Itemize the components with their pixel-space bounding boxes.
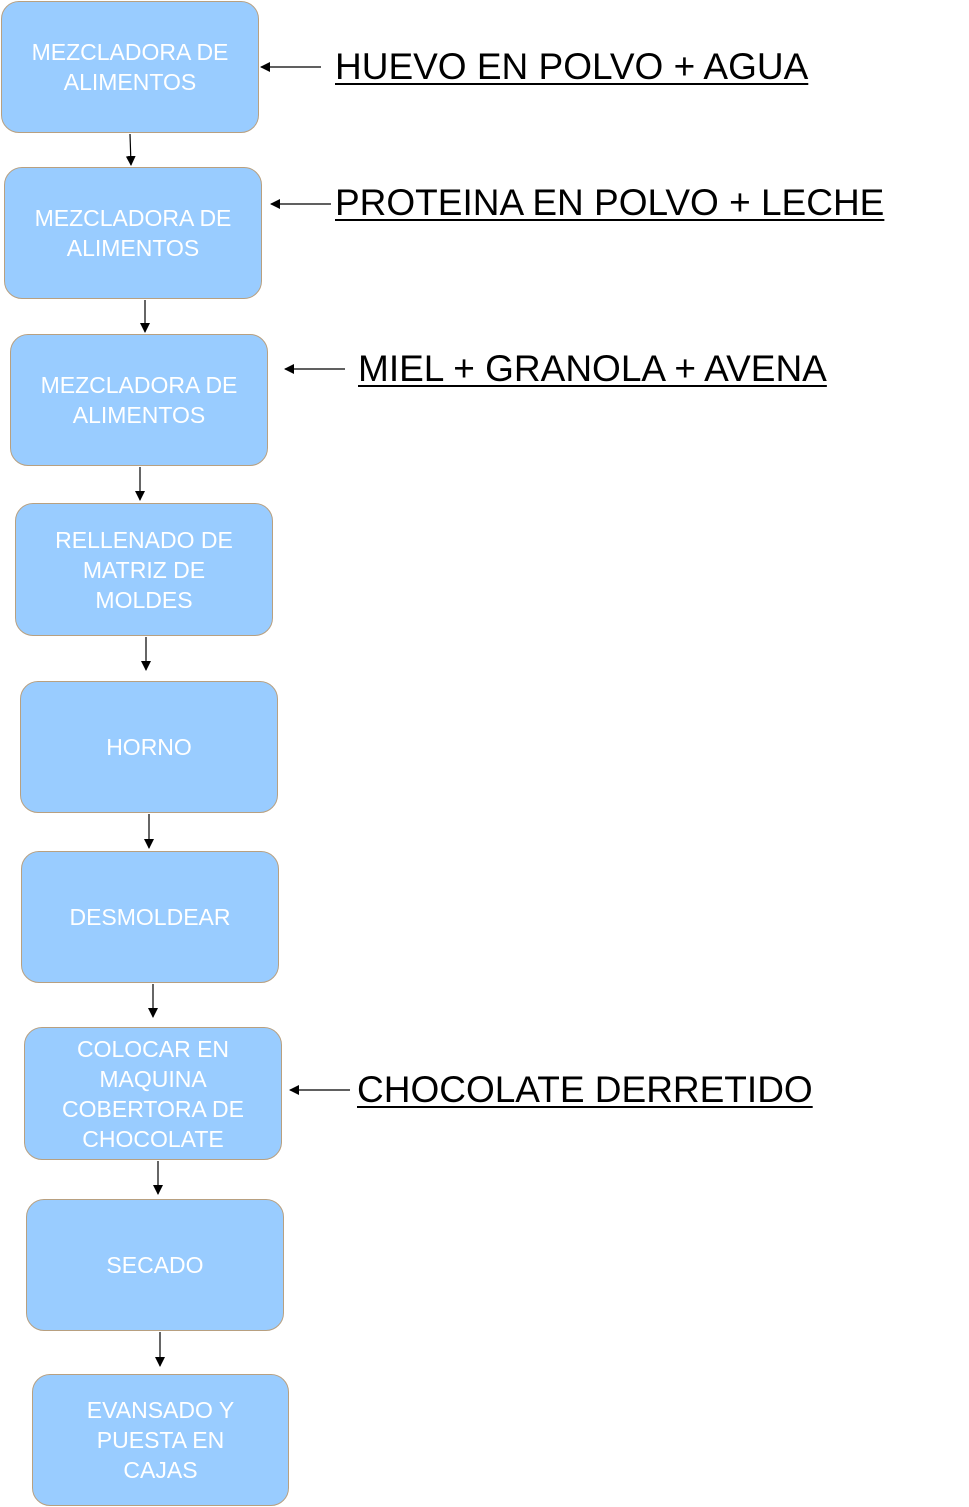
step-mold-filling: RELLENADO DE MATRIZ DE MOLDES bbox=[15, 503, 273, 636]
step-mixer-1-label: MEZCLADORA DE ALIMENTOS bbox=[31, 39, 229, 95]
input-label-honey-granola-oats: MIEL + GRANOLA + AVENA bbox=[358, 348, 827, 389]
step-packaging: EVANSADO Y PUESTA EN CAJAS bbox=[32, 1374, 289, 1506]
step-oven-label: HORNO bbox=[106, 734, 192, 760]
flow-arrow-1 bbox=[125, 133, 136, 166]
step-mold-filling-label: RELLENADO DE MATRIZ DE MOLDES bbox=[55, 526, 233, 613]
input-label-egg-water: HUEVO EN POLVO + AGUA bbox=[335, 46, 809, 87]
input-label-melted-chocolate: CHOCOLATE DERRETIDO bbox=[357, 1069, 813, 1110]
step-drying-label: SECADO bbox=[106, 1252, 204, 1278]
step-mixer-3-label: MEZCLADORA DE ALIMENTOS bbox=[40, 372, 238, 428]
step-demold: DESMOLDEAR bbox=[21, 851, 279, 983]
step-demold-label: DESMOLDEAR bbox=[69, 904, 231, 930]
step-mixer-2-label: MEZCLADORA DE ALIMENTOS bbox=[34, 205, 232, 261]
step-drying: SECADO bbox=[26, 1199, 284, 1331]
step-chocolate-coating: COLOCAR EN MAQUINA COBERTORA DE CHOCOLAT… bbox=[24, 1027, 282, 1160]
step-mixer-3: MEZCLADORA DE ALIMENTOS bbox=[10, 334, 268, 466]
step-mixer-2: MEZCLADORA DE ALIMENTOS bbox=[4, 167, 262, 299]
step-mixer-1: MEZCLADORA DE ALIMENTOS bbox=[1, 1, 259, 133]
input-label-protein-milk: PROTEINA EN POLVO + LECHE bbox=[335, 182, 885, 223]
step-oven: HORNO bbox=[20, 681, 278, 813]
step-chocolate-coating-label: COLOCAR EN MAQUINA COBERTORA DE CHOCOLAT… bbox=[62, 1035, 244, 1152]
step-packaging-label: EVANSADO Y PUESTA EN CAJAS bbox=[86, 1397, 235, 1483]
